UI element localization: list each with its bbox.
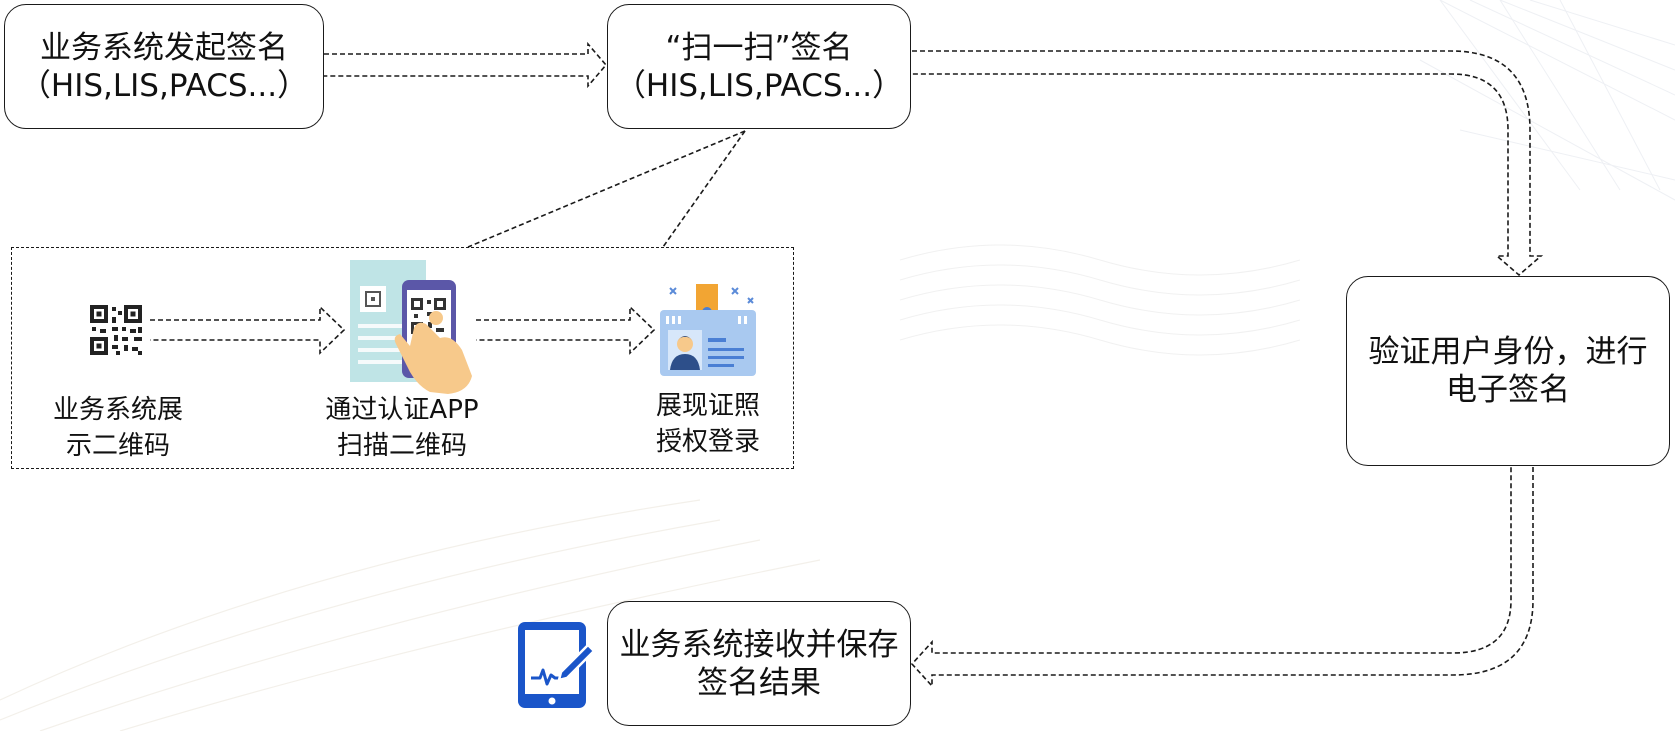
node-verify-line2: 电子签名 <box>1446 372 1570 408</box>
node-receive-result: 业务系统接收并保存 签名结果 <box>607 601 911 726</box>
node-initiate-line2: （HIS,LIS,PACS...） <box>19 67 309 104</box>
step-authorize-line1: 展现证照 <box>655 391 760 421</box>
arrow-scan-to-authorize <box>476 305 656 355</box>
node-initiate-signature: 业务系统发起签名 （HIS,LIS,PACS...） <box>4 4 324 129</box>
step-show-qr-caption: 业务系统展 示二维码 <box>38 392 198 464</box>
arrow-initiate-to-scan <box>324 41 608 89</box>
step-show-qr-line2: 示二维码 <box>65 431 170 461</box>
qr-code-icon <box>90 305 142 355</box>
callout-line-left <box>467 130 746 248</box>
arrow-scan-to-verify <box>912 50 1544 277</box>
step-scan-qr-caption: 通过认证APP 扫描二维码 <box>312 392 492 464</box>
node-scan-line1: “扫一扫”签名 <box>665 29 853 66</box>
step-show-qr-line1: 业务系统展 <box>52 395 183 425</box>
arrow-verify-to-receive <box>910 467 1534 689</box>
node-receive-line2: 签名结果 <box>697 664 821 701</box>
node-scan-line2: （HIS,LIS,PACS...） <box>614 67 904 104</box>
tablet-signature-icon <box>518 622 596 708</box>
step-authorize-caption: 展现证照 授权登录 <box>628 388 788 460</box>
node-verify-identity: 验证用户身份，进行 电子签名 <box>1346 276 1670 466</box>
node-scan-signature: “扫一扫”签名 （HIS,LIS,PACS...） <box>607 4 911 129</box>
node-verify-line1: 验证用户身份，进行 <box>1368 334 1648 370</box>
node-initiate-line1: 业务系统发起签名 <box>40 29 288 66</box>
step-authorize-line2: 授权登录 <box>655 427 760 457</box>
step-scan-qr-line2: 扫描二维码 <box>336 431 467 461</box>
id-card-icon <box>660 284 756 376</box>
scan-detail-panel <box>11 247 794 469</box>
arrow-show-to-scan <box>150 305 346 355</box>
node-receive-line1: 业务系统接收并保存 <box>619 626 899 663</box>
phone-scan-icon <box>350 260 472 394</box>
step-scan-qr-line1: 通过认证APP <box>325 395 479 425</box>
